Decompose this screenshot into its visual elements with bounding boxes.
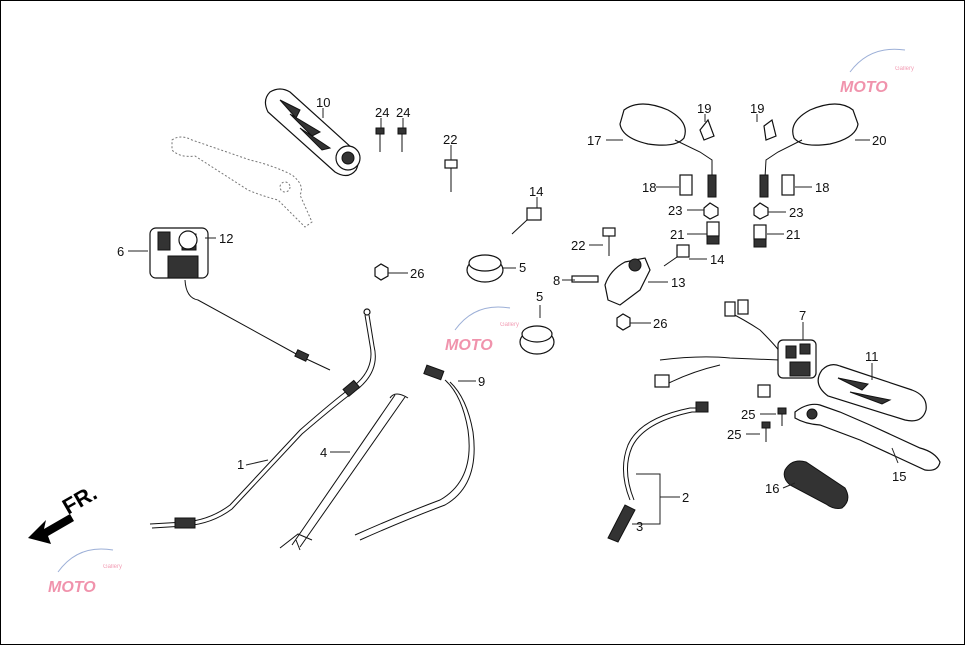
callout-22-top: 22 (443, 132, 457, 147)
svg-text:Gallery: Gallery (103, 564, 122, 570)
callout-26-left: 26 (410, 266, 424, 281)
callout-24-b: 24 (396, 105, 410, 120)
clamp-lower (519, 325, 555, 355)
bolt-22-top (444, 159, 458, 192)
callout-4: 4 (320, 445, 327, 460)
bolt-14-right (663, 244, 690, 267)
callout-8: 8 (553, 273, 560, 288)
callout-11: 11 (865, 349, 879, 364)
bolt-14-left (511, 207, 542, 235)
screw-25-b (761, 421, 771, 442)
right-switch-housing (654, 299, 817, 398)
callout-12: 12 (219, 231, 233, 246)
nut-26-left (374, 263, 389, 281)
watermark-bottom-left: MOTO Gallery (48, 548, 122, 596)
screw-25-a (777, 407, 787, 426)
callout-22-mid: 22 (571, 238, 585, 253)
cap-19-left (699, 118, 715, 141)
watermark-center: MOTO Gallery (445, 306, 519, 354)
callout-10: 10 (316, 95, 330, 110)
cap-19-right (763, 118, 777, 141)
lever-rubber-cover (783, 460, 849, 509)
callout-2: 2 (682, 490, 689, 505)
adapter-18-left (679, 174, 693, 196)
callout-19-left: 19 (697, 101, 711, 116)
left-grip (264, 88, 361, 177)
direction-label: FR. (58, 480, 101, 519)
callout-3: 3 (636, 519, 643, 534)
choke-cable (607, 401, 709, 543)
nut-23-right (753, 202, 769, 220)
callout-1: 1 (237, 457, 244, 472)
callout-25-a: 25 (741, 407, 755, 422)
callout-24-a: 24 (375, 105, 389, 120)
callout-19-right: 19 (750, 101, 764, 116)
leader-lines (128, 108, 899, 525)
throttle-cable (149, 308, 376, 529)
svg-text:MOTO: MOTO (445, 337, 493, 354)
front-direction-indicator: FR. (28, 480, 101, 544)
svg-text:MOTO: MOTO (48, 579, 96, 596)
callout-26-mid: 26 (653, 316, 667, 331)
callout-9: 9 (478, 374, 485, 389)
front-arrow-icon (28, 514, 74, 544)
right-brake-lever (794, 403, 941, 471)
callout-13: 13 (671, 275, 685, 290)
bolt-24-b (397, 127, 407, 152)
svg-text:MOTO: MOTO (840, 79, 888, 96)
right-grip (817, 364, 927, 422)
callout-15: 15 (892, 469, 906, 484)
callout-21-left: 21 (670, 227, 684, 242)
bolt-22-mid (602, 227, 616, 256)
callout-6: 6 (117, 244, 124, 259)
callout-20: 20 (872, 133, 886, 148)
callout-21-right: 21 (786, 227, 800, 242)
lever-bracket (604, 257, 651, 306)
nut-26-mid (616, 313, 631, 331)
svg-text:Gallery: Gallery (895, 66, 914, 72)
callout-23-right: 23 (789, 205, 803, 220)
callout-18-left: 18 (642, 180, 656, 195)
bolt-21-left (706, 221, 720, 245)
callout-7: 7 (799, 308, 806, 323)
callout-14-left: 14 (529, 184, 543, 199)
callout-23-left: 23 (668, 203, 682, 218)
mirror-right (759, 103, 859, 198)
callout-5-upper: 5 (519, 260, 526, 275)
callout-5-lower: 5 (536, 289, 543, 304)
callout-16: 16 (765, 481, 779, 496)
svg-text:Gallery: Gallery (500, 322, 519, 328)
callout-18-right: 18 (815, 180, 829, 195)
callout-14-right: 14 (710, 252, 724, 267)
left-switch-housing (149, 227, 331, 371)
mirror-left (619, 103, 717, 198)
callout-25-b: 25 (727, 427, 741, 442)
pivot-pin (571, 275, 599, 283)
bolt-24-a (375, 127, 385, 152)
callout-17: 17 (587, 133, 601, 148)
left-lever-pivot (279, 181, 291, 193)
wire-harness (279, 393, 409, 551)
watermark-top-right: MOTO Gallery (840, 48, 914, 96)
clamp-upper (466, 254, 504, 283)
bolt-21-right (753, 224, 767, 248)
brake-cable (354, 364, 475, 541)
adapter-18-right (781, 174, 795, 196)
left-lever-outline (171, 136, 313, 228)
nut-23-left (703, 202, 719, 220)
